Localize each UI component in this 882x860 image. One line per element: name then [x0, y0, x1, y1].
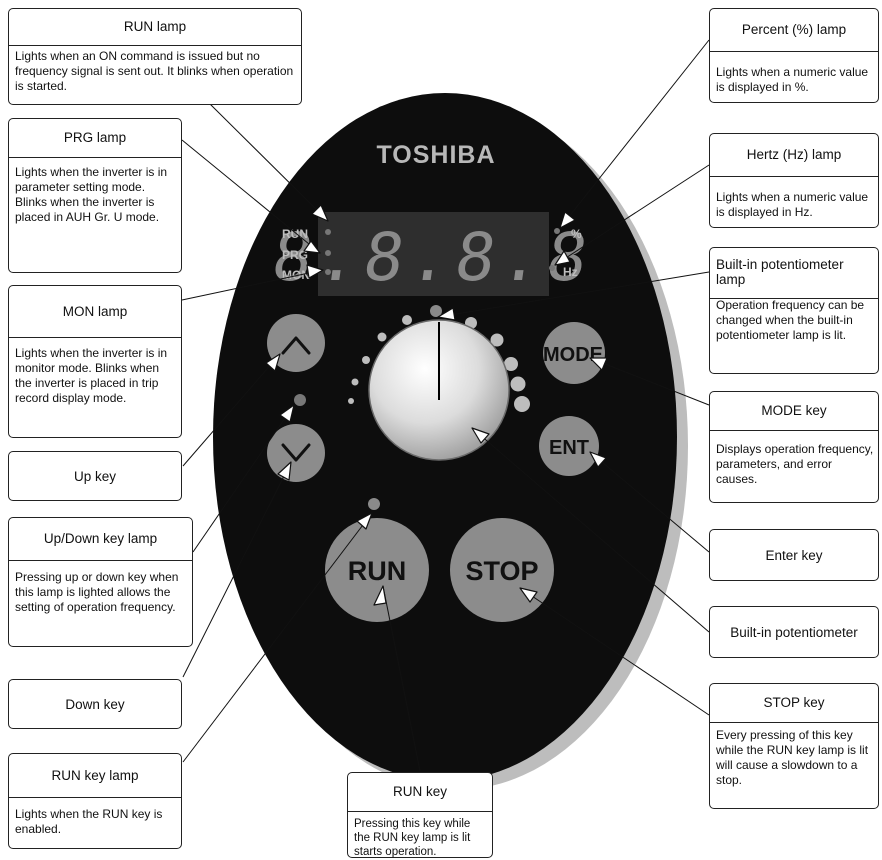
mon-lamp-label: MON	[282, 268, 310, 282]
mon-lamp	[325, 269, 331, 275]
leader-arrowheads	[265, 204, 608, 606]
callout-run-key-lamp: RUN key lamp Lights when the RUN key is …	[8, 753, 182, 849]
callout-description: Lights when the inverter is in parameter…	[15, 165, 168, 224]
callout-run-lamp: RUN lamp Lights when an ON command is is…	[8, 8, 302, 105]
callout-title: Built-in potentiometer lamp	[716, 257, 844, 287]
callout-title: Hertz (Hz) lamp	[746, 146, 842, 162]
callout-title: RUN key lamp	[51, 767, 139, 783]
callout-description: Every pressing of this key while the RUN…	[716, 728, 869, 787]
mode-key[interactable]	[543, 322, 605, 384]
run-lamp	[325, 229, 331, 235]
callout-description: Lights when a numeric value is displayed…	[716, 65, 869, 94]
percent-label: %	[571, 227, 582, 241]
callout-title: STOP key	[763, 694, 825, 710]
display-window	[318, 212, 549, 296]
stop-key-label: STOP	[465, 556, 538, 586]
callout-title: Percent (%) lamp	[741, 21, 847, 37]
ent-key-label: ENT	[549, 437, 589, 459]
callout-title: Enter key	[765, 547, 823, 563]
leader-lines	[181, 39, 710, 772]
up-arrow-icon	[281, 336, 311, 355]
callout-stop-key: STOP key Every pressing of this key whil…	[709, 683, 879, 809]
down-key[interactable]	[267, 424, 325, 482]
callout-title: MON lamp	[62, 303, 128, 319]
run-key-lamp	[368, 498, 380, 510]
callout-description: Displays operation frequency, parameters…	[716, 442, 874, 486]
callout-potentiometer-lamp: Built-in potentiometer lamp Operation fr…	[709, 247, 879, 374]
callout-mon-lamp: MON lamp Lights when the inverter is in …	[8, 285, 182, 438]
callout-title: RUN key	[392, 783, 447, 799]
prg-lamp	[325, 250, 331, 256]
up-key[interactable]	[267, 314, 325, 372]
prg-lamp-label: PRG	[282, 248, 308, 262]
callout-percent-lamp: Percent (%) lamp Lights when a numeric v…	[709, 8, 879, 103]
svg-text:8.8.8.8: 8.8.8.8	[267, 218, 598, 296]
callout-down-key: Down key	[8, 679, 182, 729]
callout-up-down-key-lamp: Up/Down key lamp Pressing up or down key…	[8, 517, 193, 647]
hz-lamp	[549, 265, 555, 271]
callout-description: Lights when a numeric value is displayed…	[716, 190, 869, 219]
callout-title: Up/Down key lamp	[43, 530, 158, 546]
hz-label: Hz	[563, 265, 578, 279]
mode-key-label: MODE	[543, 344, 603, 366]
callout-prg-lamp: PRG lamp Lights when the inverter is in …	[8, 118, 182, 273]
up-down-key-lamp	[294, 394, 306, 406]
callout-description: Pressing up or down key when this lamp i…	[15, 570, 179, 614]
percent-lamp	[554, 228, 560, 234]
callout-up-key: Up key	[8, 451, 182, 501]
down-arrow-icon	[281, 443, 311, 462]
callout-mode-key: MODE key Displays operation frequency, p…	[709, 391, 879, 503]
callout-description: Pressing this key while the RUN key lamp…	[354, 818, 471, 858]
seven-segment-display: 8.8.8.8	[267, 218, 598, 296]
callout-title: Down key	[65, 696, 125, 712]
callout-title: Up key	[73, 468, 117, 484]
callout-description: Lights when the RUN key is enabled.	[15, 807, 163, 836]
brand-logo: TOSHIBA	[376, 141, 495, 169]
run-key[interactable]	[325, 518, 429, 622]
run-key-label: RUN	[348, 556, 407, 586]
callout-hertz-lamp: Hertz (Hz) lamp Lights when a numeric va…	[709, 133, 879, 228]
callout-title: PRG lamp	[63, 129, 127, 145]
callout-description: Lights when the inverter is in monitor m…	[15, 346, 168, 405]
callout-description: Lights when an ON command is issued but …	[15, 49, 294, 93]
callout-description: Operation frequency can be changed when …	[716, 298, 865, 342]
callout-title: MODE key	[761, 402, 827, 418]
callout-enter-key: Enter key	[709, 529, 879, 581]
callout-title: Built-in potentiometer	[730, 624, 858, 640]
callout-title: RUN lamp	[123, 18, 187, 34]
run-lamp-label: RUN	[282, 227, 308, 241]
callout-run-key: RUN key Pressing this key while the RUN …	[347, 772, 493, 858]
potentiometer-lamp	[430, 305, 442, 317]
ent-key[interactable]	[539, 416, 599, 476]
callout-potentiometer: Built-in potentiometer	[709, 606, 879, 658]
